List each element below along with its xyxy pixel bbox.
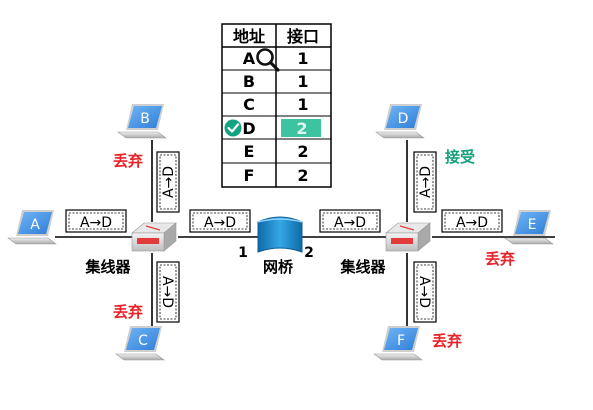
address-table: 地址 接口 A 1 B 1 C 1 D 2 E 2 F 2 [221, 23, 332, 188]
search-icon [256, 48, 280, 72]
host-e: E [504, 209, 554, 245]
status-f: 丢弃 [432, 332, 462, 350]
table-cell-address: C [243, 95, 255, 114]
status-b: 丢弃 [113, 152, 143, 170]
frame-box-bridge-hub: A→D [319, 209, 381, 233]
frame-label: A→D [204, 215, 236, 231]
frame-box-hub-f: A→D [413, 261, 437, 323]
table-cell-address: B [243, 72, 255, 91]
status-c: 丢弃 [113, 303, 143, 321]
status-e: 丢弃 [485, 250, 515, 268]
frame-label: A→D [418, 166, 434, 198]
host-label: B [140, 111, 150, 127]
frame-box-hub-c: A→D [156, 261, 180, 323]
table-cell-port: 1 [297, 95, 308, 114]
hub-left-label: 集线器 [84, 258, 131, 276]
frame-label: A→D [159, 276, 175, 308]
frame-box-hub-d: A→D [413, 151, 437, 213]
host-label: C [138, 333, 148, 349]
bridge-label: 网桥 [263, 258, 294, 276]
table-cell-address: D [242, 119, 255, 138]
host-label: E [528, 217, 537, 233]
frame-label: A→D [416, 276, 432, 308]
frame-label: A→D [161, 166, 177, 198]
hub-left [131, 222, 177, 252]
frame-box-a-hub: A→D [65, 209, 127, 233]
frame-box-hub-b: A→D [156, 151, 180, 213]
host-label: A [30, 217, 40, 233]
host-b: B [117, 103, 167, 139]
table-row-highlight [281, 119, 321, 137]
host-f: F [373, 325, 423, 361]
table-cell-port: 1 [297, 49, 308, 68]
frame-label: A→D [334, 215, 366, 231]
bridge-icon [257, 216, 303, 253]
table-header-port: 接口 [287, 27, 319, 46]
hub-right [385, 222, 431, 252]
table-header-address: 地址 [233, 27, 265, 46]
table-cell-port: 1 [297, 72, 308, 91]
table-cell-port: 2 [296, 119, 307, 138]
host-label: D [398, 111, 409, 127]
frame-label: A→D [80, 215, 112, 231]
status-d: 接受 [445, 148, 475, 166]
table-cell-address: F [244, 166, 255, 185]
check-icon [224, 119, 242, 137]
host-a: A [7, 209, 57, 245]
table-cell-port: 2 [297, 142, 308, 161]
bridge-port-1: 1 [238, 245, 248, 261]
bridge-port-2: 2 [304, 245, 314, 261]
frame-box-hub-bridge: A→D [189, 209, 251, 233]
hub-right-label: 集线器 [339, 258, 386, 276]
frame-box-hub-e: A→D [441, 209, 503, 233]
host-d: D [375, 103, 425, 139]
table-cell-address: A [243, 49, 256, 68]
table-cell-port: 2 [297, 166, 308, 185]
host-label: F [397, 333, 405, 349]
frame-label: A→D [456, 215, 488, 231]
table-cell-address: E [244, 142, 255, 161]
host-c: C [115, 325, 165, 361]
